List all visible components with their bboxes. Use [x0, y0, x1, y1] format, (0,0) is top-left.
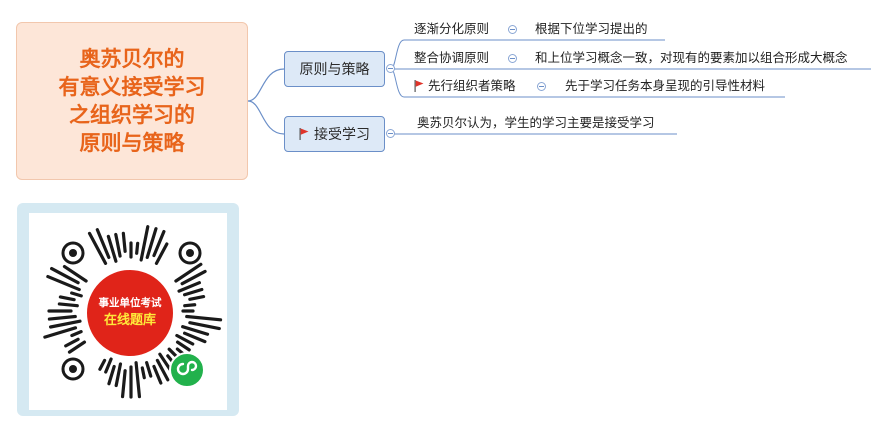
code-dash: [152, 229, 166, 258]
root-topic[interactable]: 奥苏贝尔的 有意义接受学习 之组织学习的 原则与策略: [16, 22, 248, 180]
code-dash: [64, 337, 80, 348]
root-title-line: 奥苏贝尔的: [79, 47, 185, 71]
code-dash: [95, 228, 111, 260]
code-dash: [140, 366, 146, 380]
subtopic-label: 先行组织者策略: [428, 78, 516, 93]
collapse-toggle-icon[interactable]: [508, 54, 517, 63]
code-dash: [175, 333, 195, 346]
qr-caption-top: 事业单位考试: [98, 297, 162, 309]
subtopic-detail: 和上位学习概念一致，对现有的要素加以组合形成大概念: [535, 50, 848, 66]
detail-text: 和上位学习概念一致，对现有的要素加以组合形成大概念: [535, 50, 848, 65]
code-dash: [175, 340, 191, 352]
code-dash: [182, 287, 204, 297]
code-dash: [183, 303, 197, 308]
code-dash: [62, 264, 88, 283]
flag-icon: [414, 80, 424, 92]
code-dash: [177, 281, 201, 293]
mini-program-logo-icon: [169, 352, 205, 388]
code-dash: [70, 330, 83, 338]
code-dash: [57, 302, 79, 308]
code-dash: [121, 231, 127, 253]
collapse-toggle-icon[interactable]: [508, 25, 517, 34]
code-dash: [106, 234, 118, 263]
subtopic-gradual-differentiation[interactable]: 逐渐分化原则: [414, 21, 489, 37]
code-dash: [145, 361, 153, 378]
code-dash: [114, 362, 123, 388]
code-dash: [174, 262, 203, 283]
code-dash: [185, 314, 223, 322]
subtopic-detail: 先于学习任务本身呈现的引导性材料: [565, 78, 765, 94]
code-dash: [155, 358, 170, 382]
code-dash: [120, 369, 127, 399]
detail-text: 奥苏贝尔认为，学生的学习主要是接受学习: [417, 115, 655, 130]
code-dash: [43, 326, 78, 339]
qr-center-badge: 事业单位考试 在线题库: [84, 267, 176, 359]
code-dash: [48, 319, 82, 329]
collapse-toggle-icon[interactable]: [386, 129, 395, 138]
subtopic-detail: 奥苏贝尔认为，学生的学习主要是接受学习: [417, 115, 655, 131]
code-dash: [181, 325, 210, 336]
branch-receptive-learning[interactable]: 接受学习: [284, 116, 385, 152]
code-dash: [135, 241, 140, 255]
code-dash: [182, 331, 207, 344]
branch-label: 原则与策略: [299, 62, 370, 78]
subtopic-label: 逐渐分化原则: [414, 21, 490, 36]
root-title-line: 原则与策略: [79, 131, 185, 155]
detail-text: 先于学习任务本身呈现的引导性材料: [565, 78, 766, 93]
code-dash: [107, 364, 116, 386]
branch-label: 接受学习: [314, 127, 370, 143]
root-title-line: 有意义接受学习: [58, 75, 206, 99]
code-dash: [87, 231, 108, 265]
subtopic-detail: 根据下位学习提出的: [535, 21, 648, 37]
branch-principles-strategies[interactable]: 原则与策略: [284, 51, 385, 87]
code-dash: [67, 340, 87, 354]
code-dash: [114, 232, 122, 258]
detail-text: 根据下位学习提出的: [535, 21, 648, 36]
code-dash: [154, 242, 169, 265]
qr-caption-bottom: 在线题库: [103, 313, 156, 328]
code-dash: [50, 266, 80, 285]
code-dash: [188, 321, 221, 331]
code-dash: [70, 291, 83, 298]
flag-icon: [299, 128, 309, 140]
collapse-toggle-icon[interactable]: [386, 64, 395, 73]
collapse-toggle-icon[interactable]: [537, 82, 546, 91]
code-dash: [134, 361, 142, 399]
code-dash: [145, 227, 158, 260]
code-dash: [104, 357, 113, 374]
code-dash: [46, 274, 81, 292]
subtopic-advance-organizer[interactable]: 先行组织者策略: [414, 78, 516, 94]
subtopic-integrative-reconciliation[interactable]: 整合协调原则: [414, 50, 489, 66]
subtopic-label: 整合协调原则: [414, 50, 490, 65]
root-title-line: 之组织学习的: [69, 103, 195, 127]
code-dash: [139, 225, 150, 262]
code-dash: [152, 364, 163, 385]
code-dash: [58, 295, 76, 302]
code-dash: [180, 269, 207, 286]
code-dash: [98, 358, 107, 371]
code-dash: [47, 314, 77, 321]
code-dash: [188, 294, 206, 301]
